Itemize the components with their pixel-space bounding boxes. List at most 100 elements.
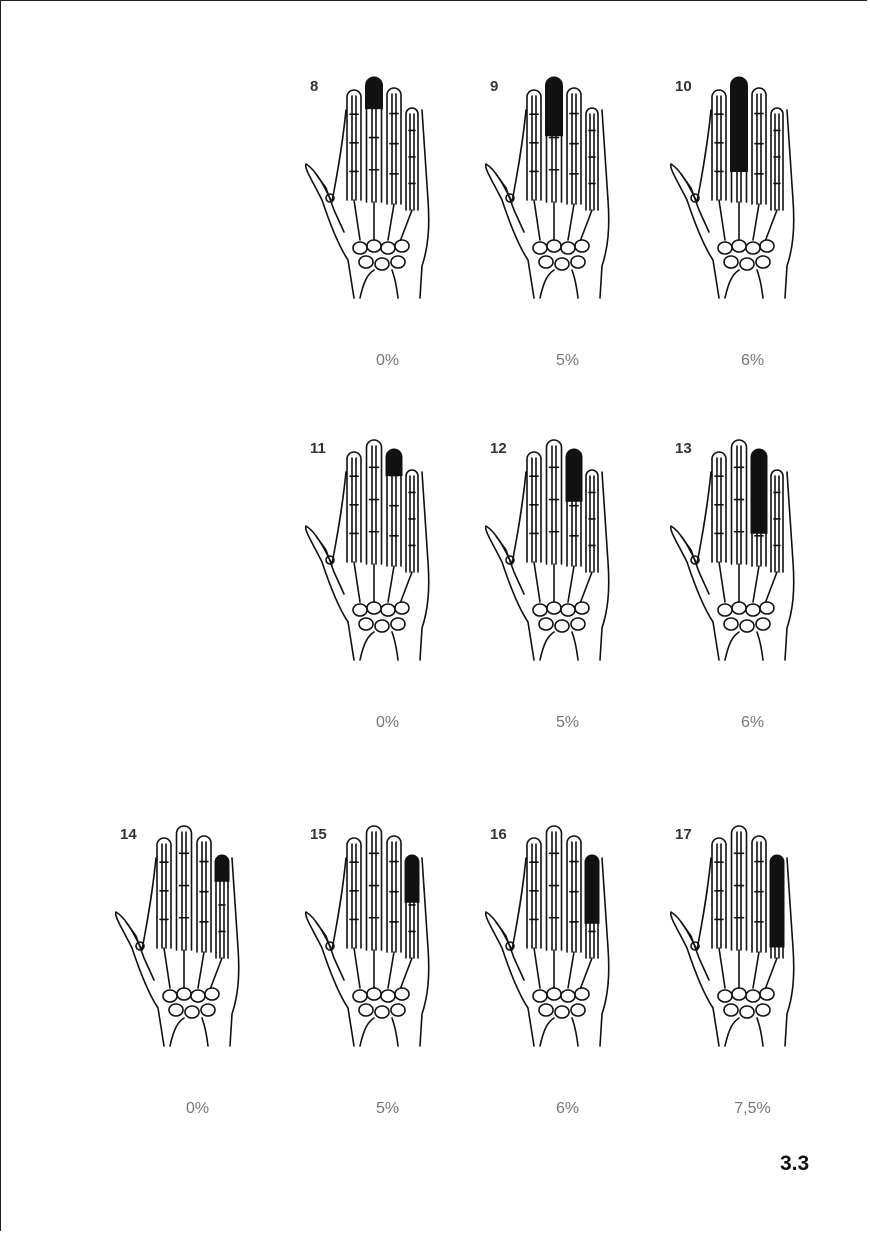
carpal-bone [718,990,732,1002]
little-finger-outline [406,108,418,210]
ring-metacarpal [568,204,574,240]
index-finger-outline [712,838,726,948]
amputated-portion [770,855,784,947]
figure-17: 17 7,5% [665,818,840,1138]
forearm-bones [360,632,398,660]
hand-outline [486,440,609,660]
ring-finger-outline [197,836,211,952]
ring-metacarpal [388,204,394,240]
carpal-bone [185,1006,199,1018]
carpal-bone [391,256,405,268]
middle-finger-outline [547,826,562,950]
amputated-portion [751,449,767,533]
forearm-bones [540,270,578,298]
carpal-bone [575,988,589,1000]
middle-finger-outline [732,440,747,564]
hand-skeleton-illustration [667,818,817,1048]
little-finger-outline [771,108,783,210]
middle-finger-outline [732,826,747,950]
carpal-bone [760,988,774,1000]
index-finger-outline [347,452,361,562]
figure-percentage: 6% [665,714,840,732]
index-metacarpal [534,200,540,240]
little-metacarpal [581,210,592,240]
forearm-bones [360,1018,398,1046]
carpal-bone [724,256,738,268]
carpal-bone [718,242,732,254]
index-finger-outline [527,452,541,562]
carpal-bone [732,240,746,252]
carpal-bone [359,256,373,268]
hand-skeleton-illustration [482,70,632,300]
amputated-portion [585,855,599,923]
carpal-bone [571,1004,585,1016]
amputated-portion [546,77,563,136]
hand-skeleton-illustration [482,432,632,662]
hand-skeleton-illustration [667,432,817,662]
forearm-bones [725,1018,763,1046]
index-finger-outline [157,838,171,948]
carpal-bone [732,988,746,1000]
carpal-bone [740,620,754,632]
middle-finger-outline [367,826,382,950]
figure-percentage: 5% [300,1100,475,1118]
middle-finger-outline [367,440,382,564]
carpal-bone [533,604,547,616]
ring-finger-outline [567,836,581,952]
little-metacarpal [211,958,222,988]
carpal-bone [201,1004,215,1016]
index-metacarpal [354,562,360,602]
index-metacarpal [534,948,540,988]
middle-finger-outline [177,826,192,950]
index-finger-outline [712,90,726,200]
index-metacarpal [354,948,360,988]
carpal-bone [367,240,381,252]
ring-finger-outline [567,88,581,204]
amputated-portion [731,77,748,172]
carpal-bone [367,988,381,1000]
amputated-portion [566,449,582,501]
little-metacarpal [401,572,412,602]
carpal-bone [547,988,561,1000]
amputated-portion [405,855,419,902]
carpal-bone [724,1004,738,1016]
figure-15: 15 5% [300,818,475,1138]
figure-16: 16 6% [480,818,655,1138]
middle-finger-outline [547,440,562,564]
index-metacarpal [719,948,725,988]
carpal-bone [169,1004,183,1016]
carpal-bone [756,618,770,630]
ring-finger-outline [387,88,401,204]
figure-10: 10 6% [665,70,840,390]
carpal-bone [571,618,585,630]
hand-skeleton-illustration [302,70,452,300]
carpal-bone [756,1004,770,1016]
carpal-bone [177,988,191,1000]
figure-9: 9 5% [480,70,655,390]
carpal-bone [724,618,738,630]
carpal-bone [746,990,760,1002]
index-finger-outline [527,838,541,948]
hand-skeleton-illustration [482,818,632,1048]
index-finger-outline [712,452,726,562]
carpal-bone [732,602,746,614]
index-metacarpal [719,200,725,240]
ring-metacarpal [568,566,574,602]
carpal-bone [353,604,367,616]
ring-metacarpal [753,204,759,240]
amputated-portion [215,855,229,881]
carpal-bone [555,620,569,632]
carpal-bone [746,604,760,616]
hand-outline [306,78,429,298]
little-finger-outline [771,470,783,572]
little-metacarpal [766,210,777,240]
ring-metacarpal [753,952,759,988]
carpal-bone [760,602,774,614]
carpal-bone [547,602,561,614]
forearm-bones [540,1018,578,1046]
figure-13: 13 6% [665,432,840,752]
ring-finger-outline [387,836,401,952]
forearm-bones [725,270,763,298]
carpal-bone [391,618,405,630]
carpal-bone [367,602,381,614]
